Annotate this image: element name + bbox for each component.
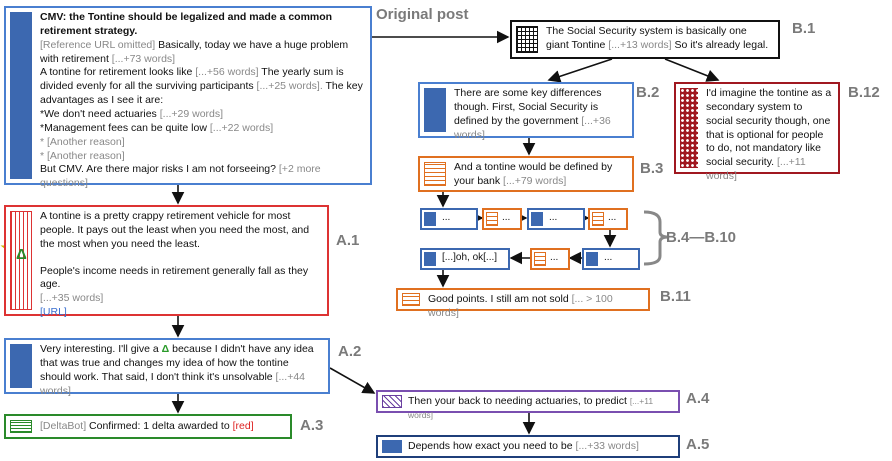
op-text: [...+29 words] — [159, 108, 224, 121]
chain-text: ... — [550, 252, 559, 263]
comment-b12: I'd imagine the tontine as a secondary s… — [674, 82, 840, 182]
chain-text: ... — [549, 212, 558, 223]
comment-swatch — [382, 440, 402, 453]
comment-text: Depends how exact you need to be — [408, 440, 576, 452]
comment-b2: There are some key differences though. F… — [418, 82, 634, 141]
comment-text: [...+11 words] — [408, 396, 654, 420]
comment-text: A tontine is a pretty crappy retirement … — [40, 210, 310, 250]
chain-text: ... — [502, 212, 511, 223]
op-text: The key advantages as I see it are: — [40, 80, 363, 107]
label-b11: B.11 — [660, 288, 691, 305]
comment-swatch — [382, 395, 402, 408]
op-text: [...+73 words] — [111, 52, 176, 65]
comment-a2: Very interesting. I'll give a Δ because … — [4, 338, 330, 397]
comment-text: Very interesting. I'll give a — [40, 343, 162, 355]
op-bullet: *We don't need actuaries — [40, 108, 160, 121]
delta-badge: Δ — [16, 246, 27, 263]
comment-swatch — [10, 344, 32, 388]
comment-text: There are some key differences though. F… — [454, 87, 602, 127]
op-title: CMV: the Tontine should be legalized and… — [40, 11, 333, 37]
comment-a1: A tontine is a pretty crappy retirement … — [4, 205, 329, 318]
comment-text: And a tontine would be defined by your b… — [454, 161, 613, 187]
chain-text: [...] — [442, 252, 456, 263]
op-text: [...+25 words]. — [256, 80, 323, 93]
comment-b11: Good points. I still am not sold [... > … — [396, 288, 650, 319]
comment-text: [...+35 words] — [40, 292, 104, 305]
op-text: [Reference URL omitted] — [40, 38, 156, 51]
comment-a3: [DeltaBot] Confirmed: 1 delta awarded to… — [4, 414, 292, 439]
username: [red] — [232, 420, 254, 432]
url-link[interactable]: [URL] — [40, 306, 67, 319]
op-text: But CMV. Are there major risks I am not … — [40, 163, 279, 176]
comment-swatch — [680, 88, 698, 168]
comment-text: [... > 100 words] — [428, 293, 613, 319]
comment-swatch — [10, 420, 32, 433]
chain-comment-ohok: [...]oh, ok[...] — [420, 248, 510, 270]
chain-text: ... — [608, 212, 617, 223]
comment-b1: The Social Security system is basically … — [510, 20, 780, 59]
original-post-label: Original post — [376, 6, 469, 23]
op-text: [...+56 words] — [195, 66, 259, 79]
comment-swatch — [402, 293, 420, 306]
chain-comment: ... — [530, 248, 570, 270]
chain-comment: ... — [482, 208, 522, 230]
comment-text: [...+79 words] — [503, 174, 567, 187]
op-text: The yearly sum is divided evenly for all… — [40, 66, 344, 93]
comment-text: Then your back to needing actuaries, to … — [408, 395, 630, 407]
label-a3: A.3 — [300, 417, 324, 434]
delta-symbol: Δ — [161, 343, 170, 355]
comment-text: [DeltaBot] — [40, 420, 87, 432]
comment-a4: Then your back to needing actuaries, to … — [376, 390, 680, 420]
label-b2: B.2 — [636, 84, 660, 101]
comment-text: [...+13 words] — [608, 38, 672, 51]
label-a5: A.5 — [686, 436, 710, 453]
comment-text: [...+44 words] — [40, 370, 306, 397]
chain-comment: ... — [527, 208, 585, 230]
op-text: Basically, today we have a huge problem … — [40, 38, 349, 65]
comment-text: I'd imagine the tontine as a secondary s… — [706, 87, 832, 169]
label-b12: B.12 — [848, 84, 880, 101]
label-a4: A.4 — [686, 390, 710, 407]
op-bullet: * [Another reason] — [40, 135, 125, 148]
label-a1: A.1 — [336, 232, 360, 249]
chain-comment: ... — [588, 208, 628, 230]
op-text: A tontine for retirement looks like — [40, 66, 196, 79]
op-text: [+2 more questions] — [40, 163, 321, 190]
chain-text: ... — [442, 212, 451, 223]
comment-swatch — [424, 162, 446, 186]
comment-swatch — [10, 12, 32, 179]
chain-comment: ... — [420, 208, 478, 230]
original-post-box: CMV: the Tontine should be legalized and… — [4, 6, 372, 189]
op-bullet: *Management fees can be quite low — [40, 121, 210, 134]
comment-text: People's income needs in retirement gene… — [40, 264, 309, 291]
chain-text: ... — [604, 252, 613, 263]
comment-text: [...+36 words] — [454, 114, 611, 141]
comment-text: Good points. I still am not sold — [428, 293, 572, 305]
comment-text: [...+33 words] — [575, 440, 639, 452]
op-bullet: * [Another reason] — [40, 149, 125, 162]
chain-text: [...]oh, ok[...] — [442, 252, 497, 263]
comment-swatch — [516, 26, 538, 53]
comment-text: Confirmed: 1 delta awarded to — [86, 420, 233, 432]
label-a2: A.2 — [338, 343, 362, 360]
comment-text: The Social Security system is basically … — [546, 25, 747, 51]
comment-a5: Depends how exact you need to be [...+33… — [376, 435, 680, 458]
label-b1: B.1 — [792, 20, 816, 37]
chain-comment: ... — [582, 248, 640, 270]
comment-text: because I didn't have any idea that was … — [40, 343, 314, 383]
label-b4-b10: B.4—B.10 — [666, 229, 737, 246]
comment-text: [...+11 words] — [706, 156, 806, 183]
label-b3: B.3 — [640, 160, 664, 177]
comment-text: So it's already legal. — [671, 38, 769, 51]
comment-swatch — [424, 88, 446, 132]
comment-b3: And a tontine would be defined by your b… — [418, 156, 634, 192]
op-text: [...+22 words] — [209, 121, 274, 134]
comment-swatch — [10, 211, 32, 310]
chain-text: [...] — [483, 252, 498, 263]
chain-text: oh, ok — [455, 252, 484, 263]
